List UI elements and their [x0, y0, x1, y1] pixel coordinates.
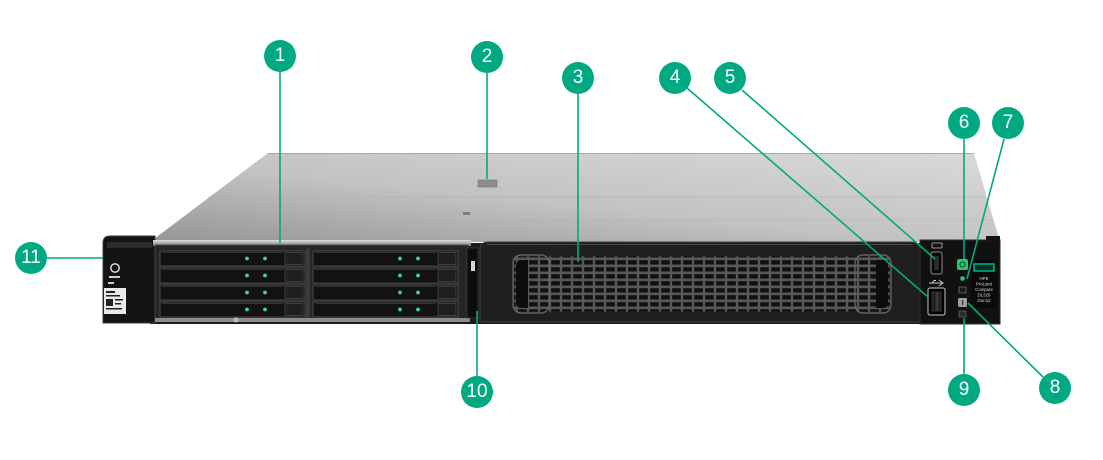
drive-activity-led	[245, 273, 249, 278]
callout-8: 8	[1039, 372, 1071, 404]
drive-bay	[159, 284, 306, 301]
ear-marking	[109, 276, 120, 278]
left-rack-ear	[102, 235, 156, 324]
callout-7: 7	[992, 107, 1024, 139]
drive-carrier	[159, 301, 306, 318]
drive-status-led	[263, 307, 267, 312]
uid-button	[958, 298, 967, 307]
drive-activity-led	[398, 256, 402, 261]
drive-carrier	[312, 301, 459, 318]
drive-activity-led	[245, 290, 249, 295]
serial-number-pull-tab	[104, 288, 126, 314]
drive-activity-led	[398, 290, 402, 295]
callout-6: 6	[948, 107, 980, 139]
drive-bay	[312, 301, 459, 318]
drive-status-led	[416, 273, 420, 278]
callout-2: 2	[471, 41, 503, 73]
nic-status-led	[958, 286, 967, 294]
drive-activity-led	[398, 273, 402, 278]
drive-carrier	[312, 250, 459, 267]
callout-9: 9	[948, 374, 980, 406]
drive-release-latch	[284, 303, 304, 316]
callout-10: 10	[461, 376, 493, 408]
drive-status-led	[416, 290, 420, 295]
drive-cage-screw	[233, 317, 239, 323]
power-button	[957, 259, 968, 270]
drive-carrier	[159, 284, 306, 301]
drive-status-led	[263, 290, 267, 295]
model-nameplate: HPE ProLiant Compute DL320 Gen12	[971, 260, 997, 308]
drive-release-latch	[437, 252, 457, 265]
drive-release-latch	[284, 286, 304, 299]
server-badge-icon	[110, 263, 120, 273]
nameplate-line: HPE	[979, 276, 988, 281]
drive-bay	[312, 284, 459, 301]
nameplate-line: Gen12	[977, 298, 991, 303]
drive-bay	[159, 250, 306, 267]
power-icon	[959, 261, 966, 268]
drive-bay	[159, 301, 306, 318]
drive-bay	[312, 250, 459, 267]
callout-3: 3	[562, 62, 594, 94]
top-cover-mark	[463, 212, 470, 215]
drive-status-led	[416, 256, 420, 261]
drive-activity-led	[245, 256, 249, 261]
top-cover-label	[477, 179, 498, 188]
drive-release-latch	[437, 303, 457, 316]
health-led	[960, 276, 965, 281]
drive-activity-led	[245, 307, 249, 312]
drive-status-led	[263, 256, 267, 261]
drive-status-led	[416, 307, 420, 312]
ear-marking	[108, 282, 114, 284]
drive-bays	[159, 250, 459, 318]
nameplate-line: ProLiant	[976, 282, 993, 287]
nameplate-line: DL320	[978, 293, 991, 298]
leader-line-4	[686, 87, 929, 298]
drive-activity-led	[398, 307, 402, 312]
drive-bay	[312, 267, 459, 284]
callout-5: 5	[714, 62, 746, 94]
leader-line-7	[966, 138, 1005, 280]
hpe-logo-icon	[973, 263, 995, 272]
drive-status-led	[263, 273, 267, 278]
leader-line-8	[967, 302, 1044, 378]
drive-carrier	[159, 267, 306, 284]
callout-1: 1	[264, 40, 296, 72]
drive-release-latch	[437, 286, 457, 299]
uid-icon	[962, 300, 964, 305]
drive-release-latch	[437, 269, 457, 282]
usb-superspeed-icon	[929, 279, 944, 287]
right-control-panel: HPE ProLiant Compute DL320 Gen12	[919, 236, 1001, 325]
drive-release-latch	[284, 252, 304, 265]
drive-carrier	[159, 250, 306, 267]
drive-cage-top-rail	[153, 240, 471, 246]
drive-release-latch	[284, 269, 304, 282]
drive-carrier	[312, 284, 459, 301]
bezel-left-handle	[512, 254, 550, 314]
grille-mesh	[513, 255, 891, 313]
usb-port	[927, 287, 946, 316]
drive-cage-divider	[306, 248, 310, 318]
bezel-right-handle	[854, 254, 892, 314]
leader-line-5	[741, 89, 936, 260]
right-rack-ear-top	[986, 236, 1000, 242]
drive-cage-bottom-rail	[155, 318, 470, 322]
drive-health-led	[958, 310, 967, 318]
drive-carrier	[312, 267, 459, 284]
nameplate-line: Compute	[975, 287, 993, 292]
callout-4: 4	[659, 62, 691, 94]
drive-bay	[159, 267, 306, 284]
front-bezel-grille	[479, 241, 921, 323]
callout-11: 11	[15, 242, 47, 274]
ilo-service-port-icon	[931, 242, 943, 249]
drive-cage-latch	[466, 247, 479, 319]
